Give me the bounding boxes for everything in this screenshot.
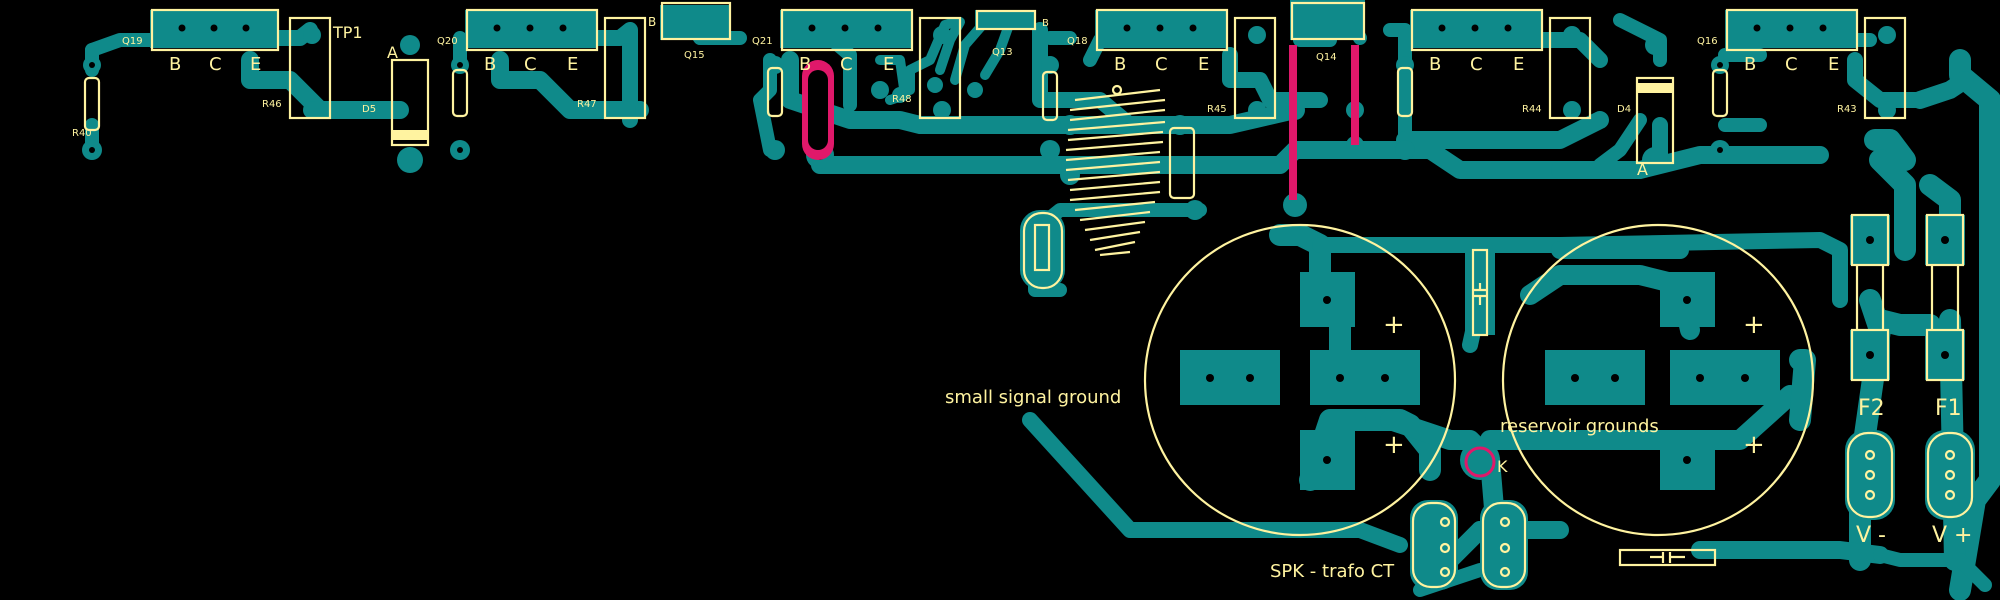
pin-label-e: E	[250, 54, 261, 75]
pad-q14	[1290, 0, 1365, 40]
pin-label-e: E	[1198, 54, 1209, 75]
designator-r47: R47	[577, 99, 597, 110]
v-plus-label: V +	[1932, 523, 1972, 548]
jumper-wire-2	[1289, 45, 1297, 200]
designator-r44: R44	[1522, 104, 1542, 115]
text-labels: B C E B C E B C E B C E B C E B C E Q19 …	[72, 15, 1972, 582]
plus-mark: +	[1743, 430, 1765, 460]
pin-label-b: B	[799, 54, 811, 75]
small-b-label: B	[1042, 18, 1049, 29]
v-minus-label: V -	[1856, 523, 1886, 548]
pin-label-b: B	[1429, 54, 1441, 75]
designator-r45: R45	[1207, 104, 1227, 115]
designator-q16: Q16	[1697, 36, 1718, 47]
pin-label-b: B	[1114, 54, 1126, 75]
q20-outline	[465, 8, 599, 52]
pin-label-e: E	[1513, 54, 1524, 75]
designator-r48: R48	[892, 94, 912, 105]
small-b-label: B	[648, 15, 656, 29]
q17-outline	[1410, 8, 1544, 52]
pin-label-c: C	[209, 54, 222, 75]
plus-mark: +	[1743, 310, 1765, 340]
pad-q13	[975, 10, 1035, 30]
plus-mark: +	[1383, 310, 1405, 340]
diode-anode-label: A	[1637, 160, 1648, 179]
designator-r43: R43	[1837, 104, 1857, 115]
small-signal-ground-label: small signal ground	[945, 387, 1121, 408]
capacitor-right-outline	[1501, 223, 1815, 537]
drill-holes	[89, 24, 1949, 464]
silkscreen	[83, 1, 1974, 589]
designator-d4: D4	[1617, 104, 1631, 115]
plus-mark: +	[1383, 430, 1405, 460]
pin-label-c: C	[840, 54, 853, 75]
copper-pads	[82, 0, 1975, 590]
cathode-k-label: K	[1497, 457, 1508, 476]
pad-q15	[660, 5, 730, 40]
pin-label-b: B	[1744, 54, 1756, 75]
designator-q15: Q15	[684, 50, 705, 61]
inductor-coil	[1065, 84, 1166, 257]
fuse-f1-label: F1	[1935, 396, 1962, 421]
designator-r46: R46	[262, 99, 282, 110]
designator-q13: Q13	[992, 47, 1013, 58]
q16-outline	[1725, 8, 1859, 52]
q19-outline	[150, 8, 280, 52]
designator-q14: Q14	[1316, 52, 1337, 63]
pin-label-c: C	[1155, 54, 1168, 75]
q21-outline	[780, 8, 914, 52]
designator-q20: Q20	[437, 36, 458, 47]
pin-label-c: C	[1785, 54, 1798, 75]
designator-d5: D5	[362, 104, 376, 115]
designator-tp1: TP1	[332, 23, 363, 42]
pin-label-e: E	[883, 54, 894, 75]
pin-label-c: C	[524, 54, 537, 75]
capacitor-left-outline	[1143, 223, 1457, 537]
fuse-f2-label: F2	[1858, 396, 1885, 421]
designator-r40: R40	[72, 128, 92, 139]
reservoir-grounds-label: reservoir grounds	[1500, 416, 1659, 437]
pin-label-e: E	[567, 54, 578, 75]
designator-q21: Q21	[752, 36, 773, 47]
spk-trafo-ct-label: SPK - trafo CT	[1270, 561, 1395, 582]
pin-label-c: C	[1470, 54, 1483, 75]
diode-anode-label: A	[387, 43, 398, 62]
pin-label-e: E	[1828, 54, 1839, 75]
jumper-wire-3	[1351, 45, 1359, 145]
pin-label-b: B	[484, 54, 496, 75]
designator-q18: Q18	[1067, 36, 1088, 47]
q18-outline	[1095, 8, 1229, 52]
pin-label-b: B	[169, 54, 181, 75]
designator-q19: Q19	[122, 36, 143, 47]
